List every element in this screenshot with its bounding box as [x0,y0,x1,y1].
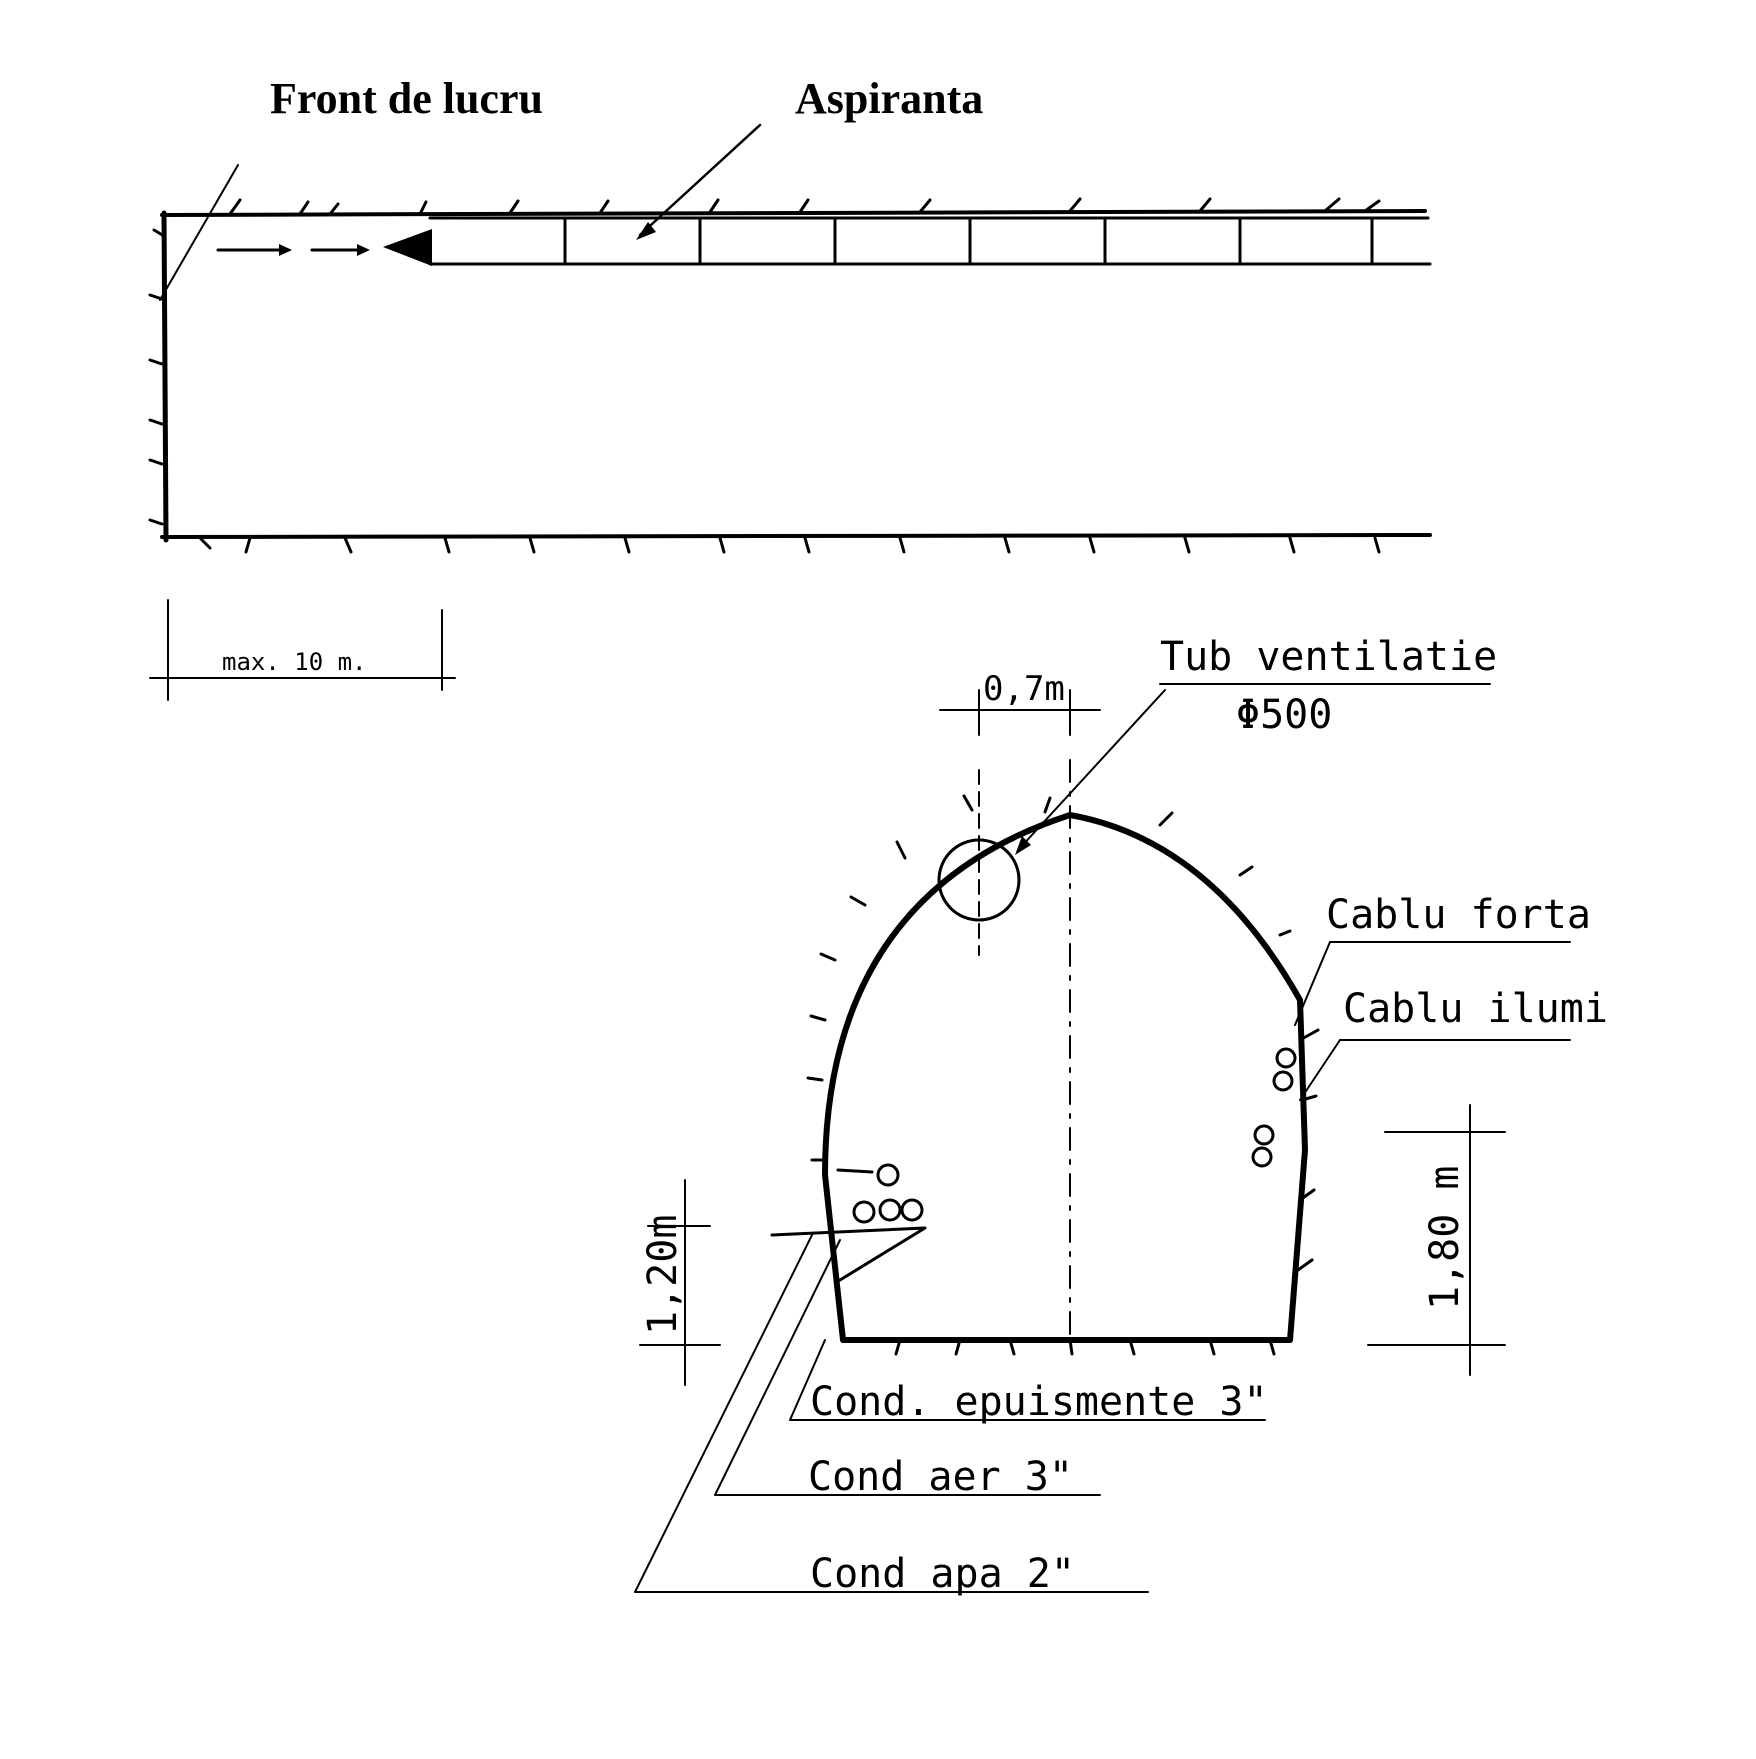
cablu-ilumi-label: Cablu ilumi [1343,986,1608,1032]
ventilation-duct-plan [428,216,1432,266]
offset-label: 0,7m [983,669,1065,709]
cond-aer-label: Cond aer 3" [808,1454,1073,1500]
tub-ventilatie-label: Tub ventilatie [1160,634,1497,680]
tub-diameter-label: Φ500 [1236,692,1332,738]
working-face [161,210,169,543]
cond-epuismente-label: Cond. epuismente 3" [810,1379,1268,1425]
height-180-dimension [1367,1104,1506,1376]
front-de-lucru-label: Front de lucru [270,74,543,123]
height-120-label: 1,20m [640,1215,686,1335]
airflow-arrows [216,244,370,256]
profile-support-ticks [806,794,1320,1356]
aspiranta-leader-arrowhead [636,222,656,240]
max-distance-label: max. 10 m. [222,648,367,676]
tunnel-profile [822,812,1308,1343]
offset-dimension [939,689,1101,736]
tub-leader-arrowhead [1015,836,1031,855]
cross-section: 0,7m Tub ventilatie Φ500 Cablu forta Cab… [634,634,1608,1597]
gallery-bottom-wall [160,533,1432,539]
duct-intake-cone [383,229,432,266]
cablu-forta-leader [1294,941,1331,1026]
cablu-ilumi-leader [1299,1039,1341,1101]
plan-view: Front de lucru Aspiranta [148,74,1432,701]
max-distance-dimension [149,599,456,701]
gallery-top-wall [160,209,1427,217]
tub-leader-line [1019,689,1166,849]
gallery-support-ticks [148,197,1381,554]
height-120-dimension [639,1179,721,1386]
height-180-label: 1,80 m [1422,1166,1468,1311]
aspiranta-label: Aspiranta [795,74,983,123]
front-leader-line [159,164,239,301]
cable-bundle [1251,1047,1297,1168]
cablu-forta-label: Cablu forta [1326,892,1591,938]
pipe-bundle [770,1163,927,1282]
cond-apa-label: Cond apa 2" [810,1551,1075,1597]
pipe-leader-lines [634,1234,1266,1593]
